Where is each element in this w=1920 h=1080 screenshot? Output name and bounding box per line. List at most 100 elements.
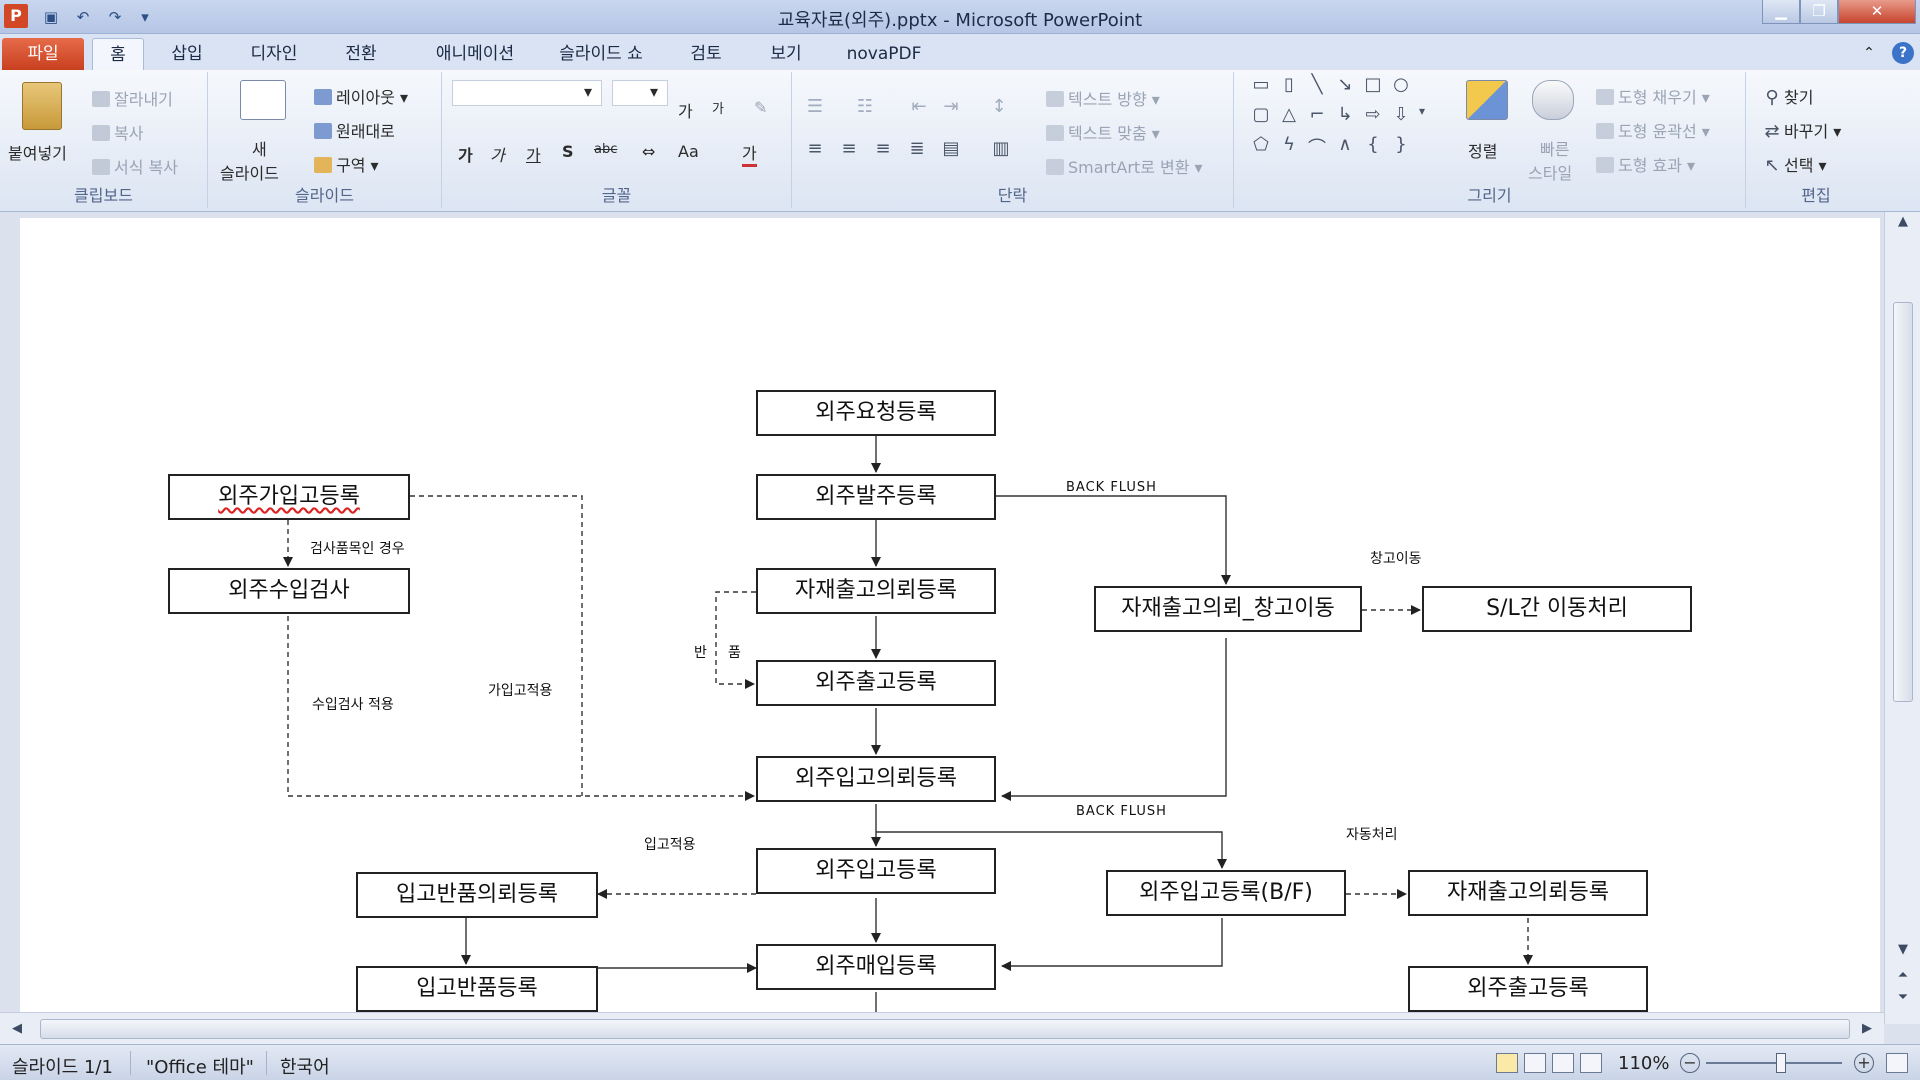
bold-button[interactable]: 가 — [458, 146, 473, 165]
vertical-textbox-shape-icon[interactable]: ▯ — [1284, 74, 1294, 95]
paste-button[interactable]: 붙여넣기 — [8, 144, 67, 163]
elbow-arrow-shape-icon[interactable]: ↳ — [1337, 104, 1353, 125]
theme-name[interactable]: "Office 테마" — [146, 1057, 254, 1078]
quick-styles-icon[interactable] — [1532, 80, 1574, 120]
new-slide-label-1[interactable]: 새 — [252, 140, 267, 159]
zoom-out-icon[interactable]: − — [1680, 1053, 1700, 1073]
brace-left-shape-icon[interactable]: { — [1367, 134, 1379, 155]
horizontal-scrollbar[interactable]: ◀ ▶ — [0, 1012, 1884, 1044]
tab-design[interactable]: 디자인 — [250, 44, 298, 64]
node-inspection[interactable]: 외주수입검사 — [168, 568, 410, 614]
customize-icon[interactable]: ▾ — [141, 8, 149, 26]
select-button[interactable]: ↖선택 ▾ — [1760, 152, 1826, 176]
align-right-icon[interactable]: ≡ — [875, 138, 891, 159]
node-outsource-issue[interactable]: 외주출고등록 — [756, 660, 996, 706]
font-size-dropdown-icon[interactable]: ▾ — [650, 82, 659, 101]
node-material-issue-request[interactable]: 자재출고의뢰등록 — [756, 568, 996, 614]
reading-view-icon[interactable] — [1552, 1053, 1574, 1073]
font-name-dropdown-icon[interactable]: ▾ — [584, 82, 593, 101]
textbox-shape-icon[interactable]: ▭ — [1252, 74, 1270, 95]
lightning-shape-icon[interactable]: ϟ — [1283, 134, 1295, 155]
line-shape-icon[interactable]: ╲ — [1311, 74, 1323, 95]
language-indicator[interactable]: 한국어 — [280, 1057, 330, 1078]
node-purchase[interactable]: 외주매입등록 — [756, 944, 996, 990]
font-color-button[interactable]: 가 — [742, 140, 757, 167]
help-icon[interactable]: ? — [1892, 42, 1914, 64]
brace-right-shape-icon[interactable]: } — [1395, 134, 1407, 155]
arrange-button[interactable]: 정렬 — [1468, 142, 1498, 161]
minimize-button[interactable]: ▁ — [1762, 0, 1800, 24]
format-painter-button[interactable]: 서식 복사 — [92, 154, 178, 178]
node-material-issue-request-2[interactable]: 자재출고의뢰등록 — [1408, 870, 1648, 916]
justify-icon[interactable]: ≣ — [909, 138, 925, 159]
cut-button[interactable]: 잘라내기 — [92, 86, 173, 110]
node-sl-move[interactable]: S/L간 이동처리 — [1422, 586, 1692, 632]
clear-format-icon[interactable]: ✎ — [754, 98, 768, 117]
numbering-icon[interactable]: ☷ — [856, 96, 874, 117]
oval-shape-icon[interactable]: ○ — [1393, 74, 1409, 95]
layout-button[interactable]: 레이아웃 ▾ — [314, 84, 408, 108]
grow-font-button[interactable]: 가 — [678, 102, 693, 121]
horizontal-scroll-thumb[interactable] — [40, 1019, 1850, 1039]
distributed-icon[interactable]: ▤ — [942, 138, 960, 159]
quick-styles-label-1[interactable]: 빠른 — [1540, 140, 1570, 159]
paste-icon[interactable] — [22, 82, 62, 130]
scroll-right-icon[interactable]: ▶ — [1862, 1021, 1872, 1036]
section-button[interactable]: 구역 ▾ — [314, 152, 379, 176]
align-text-button[interactable]: 텍스트 맞춤 ▾ — [1046, 120, 1160, 144]
columns-icon[interactable]: ▥ — [992, 138, 1010, 159]
zoom-slider-thumb[interactable] — [1775, 1053, 1786, 1073]
tab-animations[interactable]: 애니메이션 — [435, 44, 515, 64]
undo-icon[interactable]: ↶ — [76, 8, 90, 26]
decrease-indent-icon[interactable]: ⇤ — [911, 96, 927, 117]
align-left-icon[interactable]: ≡ — [807, 138, 823, 159]
tab-file[interactable]: 파일 — [2, 38, 84, 70]
font-name-combo[interactable] — [452, 80, 602, 106]
zoom-slider[interactable] — [1706, 1062, 1842, 1064]
new-slide-label-2[interactable]: 슬라이드 — [220, 164, 279, 183]
increase-indent-icon[interactable]: ⇥ — [943, 96, 959, 117]
replace-button[interactable]: ⇄바꾸기 ▾ — [1760, 118, 1841, 142]
node-return-request[interactable]: 입고반품의뢰등록 — [356, 872, 598, 918]
ribbon-minimize-icon[interactable]: ⌃ — [1863, 45, 1875, 61]
elbow-connector-shape-icon[interactable]: ⌐ — [1309, 104, 1325, 125]
strikethrough-button[interactable]: abc — [594, 142, 618, 157]
shadow-button[interactable]: S — [562, 142, 574, 161]
down-arrow-shape-icon[interactable]: ⇩ — [1393, 104, 1409, 125]
shapes-more-icon[interactable]: ▾ — [1418, 104, 1426, 118]
tab-transitions[interactable]: 전환 — [345, 44, 377, 64]
font-size-combo[interactable] — [612, 80, 668, 106]
node-receipt-request[interactable]: 외주입고의뢰등록 — [756, 756, 996, 802]
copy-button[interactable]: 복사 — [92, 120, 143, 144]
tab-home[interactable]: 홈 — [92, 38, 144, 70]
find-button[interactable]: ⚲찾기 — [1760, 84, 1813, 108]
tab-novapdf[interactable]: novaPDF — [846, 44, 922, 64]
zoom-level[interactable]: 110% — [1618, 1053, 1670, 1074]
arrange-icon[interactable] — [1466, 80, 1508, 120]
close-button[interactable]: ✕ — [1838, 0, 1916, 24]
character-spacing-icon[interactable]: ⇔ — [642, 142, 656, 161]
redo-icon[interactable]: ↷ — [108, 8, 122, 26]
scroll-up-icon[interactable]: ▲ — [1898, 214, 1908, 229]
triangle-shape-icon[interactable]: △ — [1282, 104, 1296, 125]
save-icon[interactable]: ▣ — [43, 8, 59, 26]
shape-fill-button[interactable]: 도형 채우기 ▾ — [1596, 84, 1710, 108]
rectangle-shape-icon[interactable]: □ — [1364, 74, 1382, 95]
node-return[interactable]: 입고반품등록 — [356, 966, 598, 1012]
freeform-shape-icon[interactable]: ⬠ — [1253, 134, 1269, 155]
curve-shape-icon[interactable]: ∧ — [1338, 134, 1352, 155]
node-provisional-receipt[interactable]: 외주가입고등록 — [168, 474, 410, 520]
text-direction-button[interactable]: 텍스트 방향 ▾ — [1046, 86, 1160, 110]
node-receipt-bf[interactable]: 외주입고등록(B/F) — [1106, 870, 1346, 916]
zoom-in-icon[interactable]: + — [1854, 1053, 1874, 1073]
powerpoint-app-icon[interactable]: P — [4, 4, 28, 28]
node-warehouse-move[interactable]: 자재출고의뢰_창고이동 — [1094, 586, 1362, 632]
rounded-rect-shape-icon[interactable]: ▢ — [1252, 104, 1270, 125]
change-case-button[interactable]: Aa — [678, 142, 699, 161]
normal-view-icon[interactable] — [1496, 1053, 1518, 1073]
bullets-icon[interactable]: ☰ — [806, 96, 824, 117]
new-slide-icon[interactable] — [240, 80, 286, 120]
scroll-left-icon[interactable]: ◀ — [12, 1021, 22, 1036]
tab-review[interactable]: 검토 — [690, 44, 722, 64]
tab-view[interactable]: 보기 — [770, 44, 802, 64]
